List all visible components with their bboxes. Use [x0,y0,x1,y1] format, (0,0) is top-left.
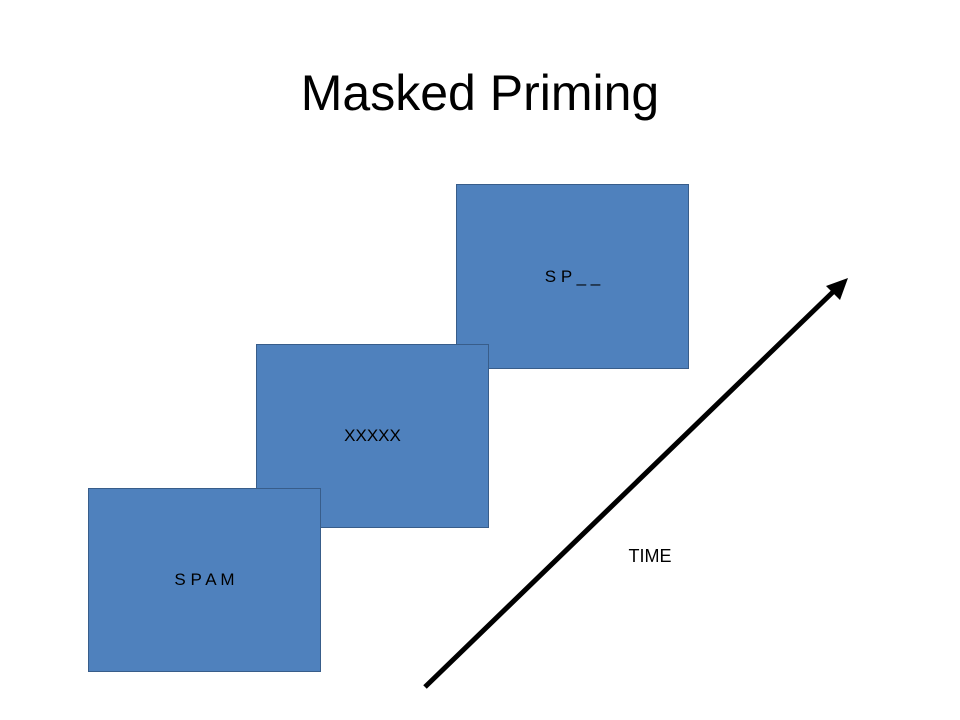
frame-target-label: S P _ _ [544,266,601,286]
slide-title: Masked Priming [300,65,660,121]
frame-mask-label: XXXXX [344,426,401,445]
time-arrow-head [826,278,848,300]
frame-prime-label: S P A M [174,570,235,589]
frame-prime: S P A M [88,488,321,672]
time-label: TIME [628,546,672,566]
frame-target: S P _ _ [456,184,689,369]
